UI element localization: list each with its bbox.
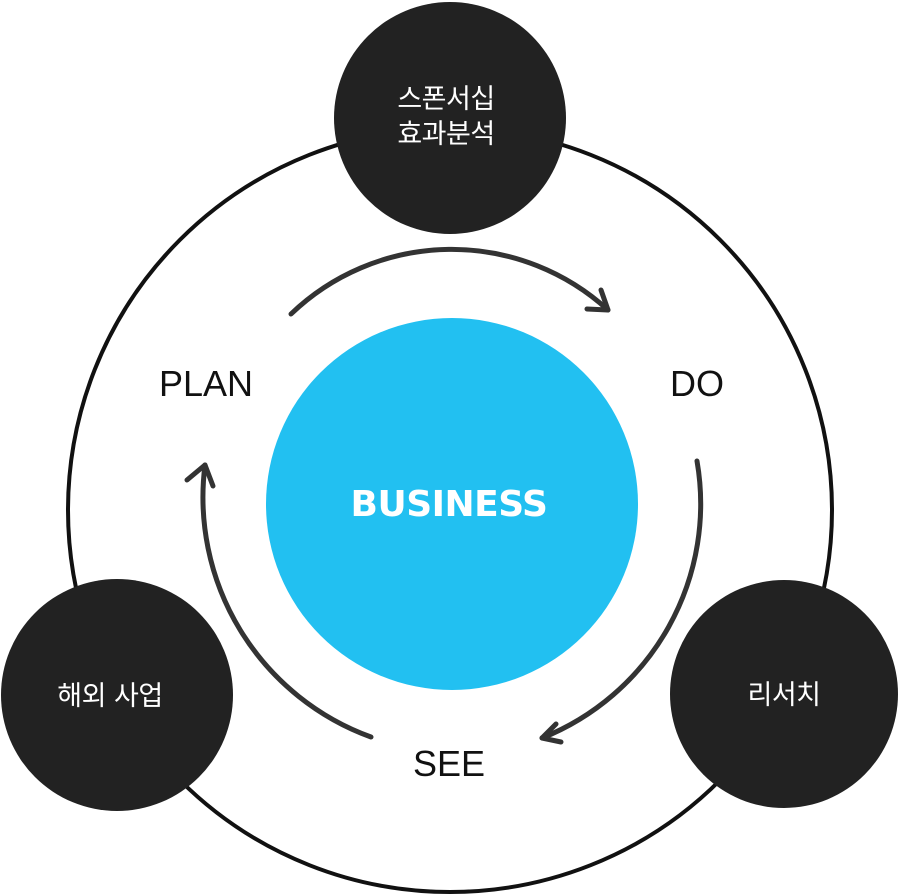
center-circle [266,318,638,690]
node-right-circle [670,580,898,808]
stage-label-plan: PLAN [159,363,253,404]
node-top-label-line-2: 효과분석 [397,119,494,150]
arrow-see-to-plan-head [184,462,216,489]
node-top-circle [334,2,566,234]
node-top-label-line-1: 스폰서십 [397,84,494,115]
arrow-see-to-plan [200,462,374,740]
arrow-plan-to-do [288,246,611,317]
center-label: BUSINESS [351,484,548,525]
arrow-plan-to-do-head [584,287,611,313]
node-left-label: 해외 사업 [57,681,162,712]
stage-label-see: SEE [413,743,485,784]
arrow-do-to-see-head [539,721,564,745]
arrow-do-to-see [539,458,704,741]
stage-label-do: DO [670,363,724,404]
node-left-circle [1,579,233,811]
node-right-label: 리서치 [747,680,820,711]
